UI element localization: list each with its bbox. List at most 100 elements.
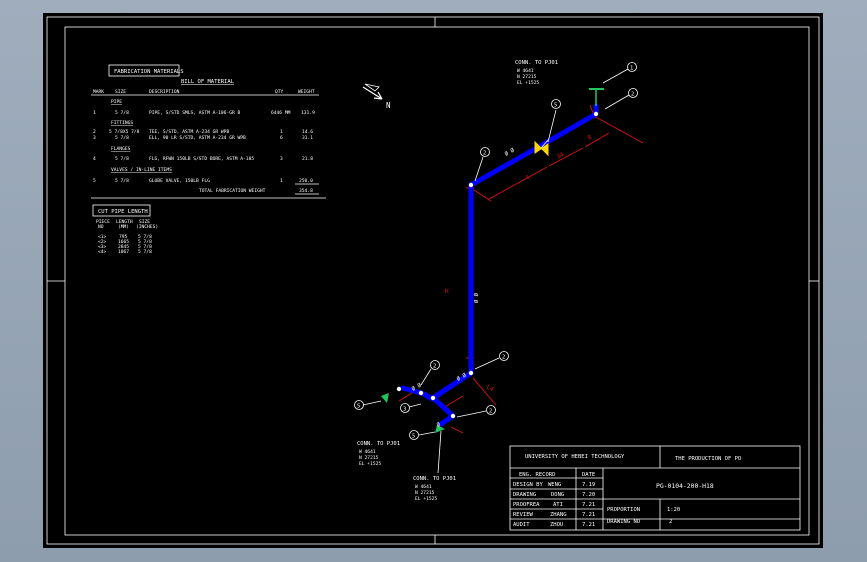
row-review-name: ZHANG: [550, 512, 567, 518]
row1-size: 5 7/8: [115, 110, 129, 116]
conn-left-title: CONN. TO PJ01: [357, 441, 400, 447]
callout-5-bottom: 5: [412, 434, 415, 440]
leader-c2-bottom: [456, 410, 487, 418]
callout-bubble-2-elbow: [480, 147, 490, 157]
proportion-value: 1:20: [667, 507, 680, 513]
north-label: N: [386, 101, 391, 110]
section-pipe: PIPE: [111, 99, 122, 105]
cut-row4-size: 5 7/8: [138, 249, 152, 255]
row-drawing-name: DONG: [551, 492, 564, 498]
col-mark-header: MARK: [93, 89, 104, 95]
pipe-route: [400, 103, 599, 427]
callout-bubble-5-valve: [551, 99, 561, 109]
row4-qty: 3: [280, 156, 283, 162]
date-label: DATE: [582, 472, 595, 478]
spool-mark-4: Ø Ø: [411, 381, 424, 392]
leader-conn-bottom: [437, 430, 442, 474]
north-arrow: N: [362, 83, 391, 110]
row3-qty: 6: [280, 135, 283, 141]
connection-note-top: CONN. TO PJ01 W 4641 N 27215 EL +1525: [515, 60, 558, 86]
col-qty-header: QTY: [275, 89, 284, 95]
row4-mark: 4: [93, 156, 96, 162]
row2-qty: 1: [280, 129, 283, 135]
cut-piece-header: PIECE: [96, 219, 110, 225]
dim-upper-run-3: [584, 132, 610, 148]
drawing-sheet: FABRICATION MATERIALS BILL OF MATERIAL M…: [43, 13, 823, 548]
row5-mark: 5: [93, 178, 96, 184]
pipe-lower-run: [430, 370, 474, 401]
callouts: 1 2 5 2 2 2 5 3 2 5: [354, 62, 638, 440]
connection-note-left: CONN. TO PJ01 W 4641 N 27215 EL +1525: [357, 441, 400, 467]
dim-ext-1: [470, 187, 492, 202]
joint-left: [418, 390, 424, 396]
conn-left-el: EL +1525: [359, 461, 381, 467]
dim-text-riser: H: [445, 288, 449, 295]
row5-qty: 1: [280, 178, 283, 184]
joint-elbow-bottom: [468, 370, 474, 376]
row3-size: 5 7/8: [115, 135, 129, 141]
cut-row1-length: 795: [119, 234, 128, 240]
conn-left-w: W 4641: [359, 449, 376, 455]
conn-top-title: CONN. TO PJ01: [515, 60, 558, 66]
drawing-no-value: 2: [669, 519, 672, 525]
joint-elbow-upper-right: [593, 111, 599, 117]
cut-length-header: LENGTH: [116, 219, 133, 225]
dim-upper-run-2: [548, 147, 584, 167]
pipe-upper-run: [468, 103, 599, 188]
product-name: THE PRODUCTION OF PO: [675, 456, 741, 462]
row-drawing-date: 7.20: [582, 492, 595, 498]
conn-left-n: N 27215: [359, 455, 379, 461]
callout-bubble-2-lower: [499, 351, 509, 361]
bom-title: BILL OF MATERIAL: [181, 79, 235, 85]
callout-bubble-2-bottom: [486, 405, 496, 415]
row5-size: 5 7/8: [115, 178, 129, 184]
pipe-spool-marks: Ø Ø Ø Ø Ø Ø Ø Ø Ø: [411, 146, 517, 428]
conn-top-w: W 4641: [517, 68, 534, 74]
pipe-joints: [396, 111, 599, 419]
conn-bottom-el: EL +1525: [415, 496, 437, 502]
row-review-date: 7.21: [582, 512, 595, 518]
row-proofread-date: 7.21: [582, 502, 595, 508]
joint-left-end: [396, 386, 402, 392]
dim-bottom-short: [450, 426, 464, 434]
row3-description: ELL, 90 LR S/STD, ASTM A-234 GR WPB: [149, 135, 246, 141]
north-arrow-icon: [362, 86, 383, 100]
row1-mark: 1: [93, 110, 96, 116]
leader-c5-bottom: [418, 431, 436, 436]
row4-size: 5 7/8: [115, 156, 129, 162]
col-weight-header: WEIGHT: [298, 89, 315, 95]
leader-c2-top: [604, 94, 630, 110]
record-label: ENG. RECORD: [519, 472, 555, 478]
cut-row4-length: 1067: [118, 249, 129, 255]
row-proofread-role: PROOFREA: [513, 502, 540, 508]
callout-bubble-2-top: [628, 88, 638, 98]
row1-description: PIPE, S/STD SMLS, ASTM A-106-GR B: [149, 110, 241, 116]
row3-mark: 3: [93, 135, 96, 141]
conn-bottom-n: N 27215: [415, 490, 435, 496]
row-design-name: WENG: [548, 482, 561, 488]
leader-c1-top: [602, 68, 629, 84]
cut-title-box: [92, 204, 151, 217]
row1-weight: 131.9: [301, 110, 315, 116]
callout-2-lower: 2: [502, 355, 505, 361]
section-valves: VALVES / IN-LINE ITEMS: [111, 167, 172, 173]
row4-description: FLG, RFWN 150LB S/STD BORE, ASTM A-105: [149, 156, 254, 162]
row-design-date: 7.19: [582, 482, 595, 488]
cut-no-header: NO: [98, 224, 104, 230]
dim-text-run2: 34: [556, 151, 566, 161]
row2-mark: 2: [93, 129, 96, 135]
row-proofread-name: ATI: [553, 502, 563, 508]
cut-inches-header: (INCHES): [136, 224, 158, 230]
callout-5-left: 5: [357, 404, 360, 410]
callout-bubble-5-bottom: [409, 430, 419, 440]
cut-row3-no: <3>: [98, 244, 107, 250]
callout-2-bottom: 2: [489, 409, 492, 415]
total-value: 354.8: [299, 188, 313, 194]
drawing-no-label: DRAWING NO: [607, 519, 640, 525]
joint-tee: [430, 395, 436, 401]
cut-row2-no: <2>: [98, 239, 107, 245]
conn-bottom-title: CONN. TO PJ01: [413, 476, 456, 482]
leader-c3-valve: [547, 109, 557, 143]
row2-weight: 14.6: [302, 129, 313, 135]
dim-top-short: [589, 104, 594, 114]
